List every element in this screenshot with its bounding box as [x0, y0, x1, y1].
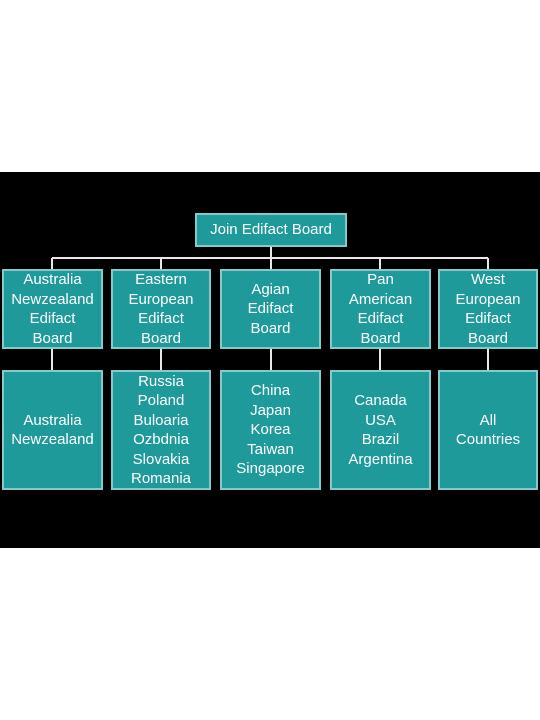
countries-box-eastern-european: Russia Poland Buloaria Ozbdnia Slovakia … [111, 370, 211, 490]
board-box-pan-american: Pan American Edifact Board [330, 269, 431, 349]
countries-box-pan-american: Canada USA Brazil Argentina [330, 370, 431, 490]
country-line: Countries [455, 431, 521, 448]
country-line: Ozbdnia [133, 431, 189, 448]
board-line: West [471, 271, 505, 288]
org-chart-slide: Join Edifact Board Australia Newzealand … [0, 172, 540, 548]
country-line: USA [365, 411, 396, 429]
country-line: Canada [354, 392, 407, 409]
board-box-eastern-european: Eastern European Edifact Board [111, 269, 211, 349]
board-line: Edifact [465, 310, 511, 327]
connector-lines [51, 247, 489, 370]
board-line: Eastern [135, 271, 187, 288]
board-box-agian: Agian Edifact Board [220, 269, 321, 349]
country-line: China [250, 382, 291, 400]
board-box-west-european: West European Edifact Board [438, 269, 538, 349]
country-line: Argentina [348, 450, 413, 468]
countries-box-australia-newzealand: Australia Newzealand [2, 370, 103, 490]
country-line: Russia [138, 372, 184, 390]
country-line: Romania [130, 470, 192, 487]
countries-box-west-european: All Countries [438, 370, 538, 490]
country-line: Taiwan [247, 440, 294, 458]
board-line: Edifact [29, 310, 76, 327]
country-line: Australia [23, 411, 82, 429]
board-line: Board [250, 319, 291, 337]
board-line: European [128, 290, 194, 308]
board-line: European [455, 290, 521, 308]
board-line: Edifact [357, 310, 404, 327]
root-line: Join Edifact Board [210, 221, 332, 239]
board-line: Australia [23, 271, 82, 288]
country-line: Japan [250, 401, 291, 419]
board-line: Board [467, 329, 509, 347]
country-line: Slovakia [132, 450, 190, 468]
country-line: Newzealand [11, 431, 94, 448]
root-box-join-edifact-board: Join Edifact Board [195, 213, 347, 247]
board-line: Newzealand [11, 290, 94, 308]
countries-box-agian: China Japan Korea Taiwan Singapore [220, 370, 321, 490]
board-line: American [348, 290, 413, 308]
board-line: Board [360, 329, 401, 347]
board-line: Edifact [247, 300, 294, 318]
board-line: Board [32, 329, 73, 347]
country-line: Brazil [361, 431, 400, 448]
board-line: Edifact [138, 310, 184, 327]
country-line: Korea [250, 421, 291, 439]
board-line: Agian [251, 280, 290, 298]
country-line: Singapore [236, 460, 305, 478]
board-line: Board [140, 329, 182, 347]
country-line: Poland [137, 392, 185, 409]
board-box-australia-newzealand: Australia Newzealand Edifact Board [2, 269, 103, 349]
country-line: All [479, 411, 497, 429]
board-line: Pan [367, 271, 394, 288]
country-line: Buloaria [133, 411, 189, 429]
